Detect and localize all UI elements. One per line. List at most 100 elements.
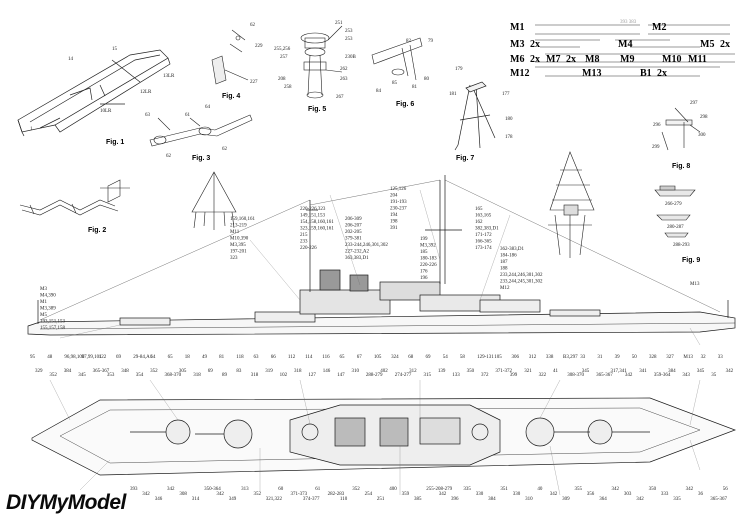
figure-2 xyxy=(19,179,130,216)
legend-m3: M3 xyxy=(510,39,524,50)
side-view-callout: M13 xyxy=(690,282,700,287)
deck-plan-callout: 365-367 xyxy=(93,369,110,374)
fig7-part-179: 179 xyxy=(455,67,463,72)
side-view-callout: 116 xyxy=(322,355,330,360)
side-view-callout: 328 xyxy=(649,355,657,360)
deck-plan-callout: 254 xyxy=(365,492,373,497)
side-view-callout: 63 xyxy=(254,355,260,360)
fig5-part-253a: 253 xyxy=(345,29,353,34)
side-view-callout: 129-131 xyxy=(477,355,494,360)
figure-3 xyxy=(149,114,253,147)
fig1-part-10lr: 10LR xyxy=(100,109,112,114)
side-view-callout: 31 xyxy=(597,355,603,360)
deck-plan-callout: 400 xyxy=(389,487,397,492)
fig5-part-255-256: 255,256 xyxy=(274,47,291,52)
side-view-callout: M5 xyxy=(40,313,47,318)
fig5-part-230b: 230B xyxy=(345,55,357,60)
deck-plan-callout: 384 xyxy=(488,497,496,502)
fig3-part-62a: 62 xyxy=(166,154,172,159)
legend-m13: M13 xyxy=(582,68,601,79)
legend-m10: M10 xyxy=(662,54,681,65)
side-view-callout: 213-219 xyxy=(230,224,247,229)
deck-plan-callout: 139 xyxy=(438,369,446,374)
fig6-part-84: 84 xyxy=(376,89,382,94)
deck-plan-callout: 352 xyxy=(352,487,360,492)
legend-m7: M7 xyxy=(546,54,560,65)
side-view-callout: 306 xyxy=(512,355,520,360)
fig8-part-300: 300 xyxy=(698,133,706,138)
figure-4 xyxy=(211,29,249,85)
side-view-callout: 165 xyxy=(475,207,483,212)
side-view-callout: 118 xyxy=(236,355,244,360)
side-view-callout: 33 xyxy=(718,355,724,360)
legend-m2: M2 xyxy=(652,22,666,33)
legend-m7-qty: 2x xyxy=(566,54,576,65)
deck-plan-callout: 384 xyxy=(668,369,676,374)
side-view-callout: 324 xyxy=(391,355,399,360)
side-view-callout: 155,157,158 xyxy=(40,326,66,331)
deck-plan-callout: 352 xyxy=(49,373,57,378)
deck-plan-callout: 318 xyxy=(294,369,302,374)
deck-plan-callout: 313 xyxy=(241,487,249,492)
fig3-part-64: 64 xyxy=(205,105,211,110)
side-view-callout: 69 xyxy=(116,355,122,360)
legend-m6: M6 xyxy=(510,54,524,65)
fig7-caption: Fig. 7 xyxy=(456,155,474,162)
deck-plan-callout: 342 xyxy=(216,492,224,497)
legend-m4: M4 xyxy=(618,39,632,50)
deck-plan-callout: 61 xyxy=(315,487,321,492)
legend-m5-qty: 2x xyxy=(720,39,730,50)
legend-faint-label: 393 383 xyxy=(620,20,637,25)
side-view-callout: 233,244,246,301,302 xyxy=(500,273,543,278)
brand-logo: DIYMyModel xyxy=(6,491,126,514)
fig8-caption: Fig. 8 xyxy=(672,163,690,170)
deck-plan-callout: 321 xyxy=(524,369,532,374)
deck-plan-callout: 342 xyxy=(550,492,558,497)
side-view-callout: 18 xyxy=(185,355,191,360)
fig7-part-181: 181 xyxy=(449,92,457,97)
fig2-caption: Fig. 2 xyxy=(88,227,106,234)
side-view-callout: 50 xyxy=(632,355,638,360)
side-view-callout: 379-381 xyxy=(345,237,362,242)
legend-m5: M5 xyxy=(700,39,714,50)
deck-plan-callout: 371-372 xyxy=(495,369,512,374)
deck-plan-callout: 365-367 xyxy=(596,373,613,378)
deck-plan-callout: 342 xyxy=(142,492,150,497)
deck-plan-callout: 342 xyxy=(726,369,734,374)
side-view-callout: 65 xyxy=(168,355,174,360)
deck-plan-callout: 342 xyxy=(636,497,644,502)
side-view-callout: 191-193 xyxy=(390,200,407,205)
deck-plan-callout: 335 xyxy=(463,487,471,492)
parts-legend xyxy=(535,24,735,77)
deck-plan-callout: 342 xyxy=(439,492,447,497)
fig5-part-263: 263 xyxy=(340,77,348,82)
deck-plan-callout: 359-364 xyxy=(654,373,671,378)
side-view-callout: 391 xyxy=(390,226,398,231)
deck-plan-callout: 318 xyxy=(251,373,259,378)
figure-6 xyxy=(371,37,423,81)
deck-plan-callout: 342 xyxy=(625,373,633,378)
deck-plan-callout: 146 xyxy=(323,369,331,374)
deck-plan-callout: 350-364 xyxy=(204,487,221,492)
side-view-callout: 69 xyxy=(426,355,432,360)
deck-plan-callout: 342 xyxy=(612,487,620,492)
deck-plan-callout: 330 xyxy=(513,492,521,497)
side-view-callout: 227-232,A2 xyxy=(345,250,370,255)
fig6-part-82: 82 xyxy=(406,39,412,44)
side-view-callout: 176 xyxy=(420,270,428,275)
legend-m11: M11 xyxy=(688,54,707,65)
side-view-callout: 58 xyxy=(460,355,466,360)
side-view-callout: M3,392 xyxy=(420,244,436,249)
fig7-part-178: 178 xyxy=(505,135,513,140)
fig8-part-297: 297 xyxy=(690,101,698,106)
side-view-callout: 122 xyxy=(99,355,107,360)
fig9-part-288-293: 288-293 xyxy=(673,243,690,248)
side-view-callout: 362-383,D1 xyxy=(500,247,525,252)
side-view-callout: 32 xyxy=(701,355,707,360)
deck-plan-callout: 345 xyxy=(697,369,705,374)
side-view-callout: 39 xyxy=(615,355,621,360)
figure-8 xyxy=(661,107,701,151)
side-view-callout: M3,389 xyxy=(40,307,56,312)
fig5-part-258: 258 xyxy=(284,85,292,90)
deck-plan-callout: 374-377 xyxy=(303,497,320,502)
